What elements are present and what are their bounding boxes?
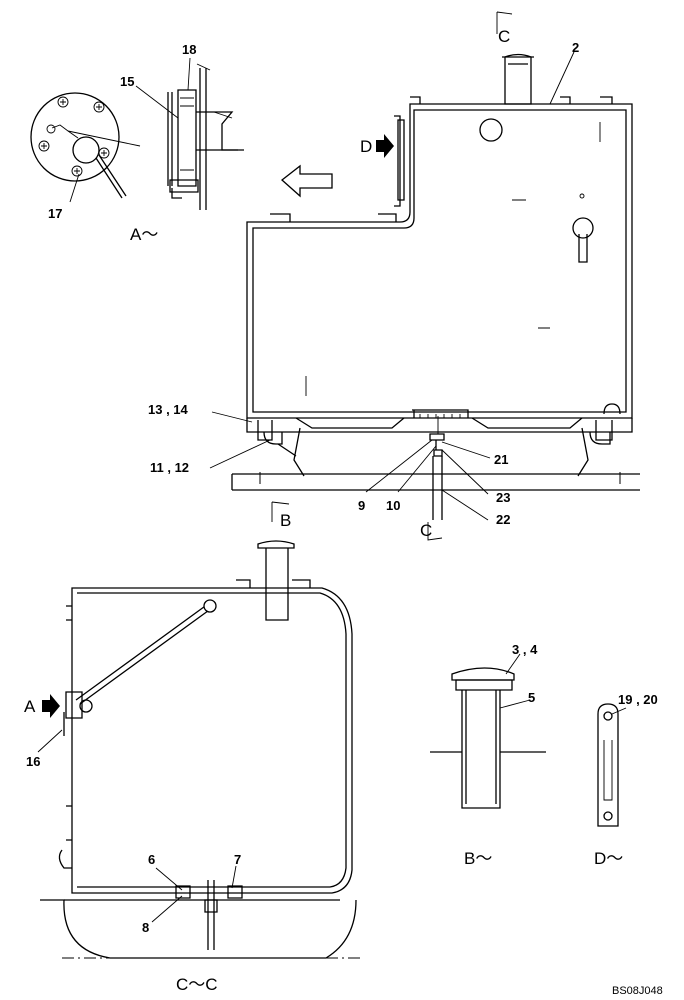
arrow-label-a: A — [24, 697, 36, 716]
callout-19-20: 19 , 20 — [618, 692, 658, 707]
callout-labels: 18 15 17 2 13 , 14 11 , 12 21 9 10 23 22… — [26, 40, 658, 935]
callout-8: 8 — [142, 920, 149, 935]
view-titles: A～ B～ D～ C～C — [130, 225, 623, 994]
view-d-bracket-detail — [597, 703, 619, 827]
drawing-code: BS08J048 — [612, 985, 663, 997]
callout-5: 5 — [528, 690, 535, 705]
callout-2: 2 — [572, 40, 579, 55]
callout-16: 16 — [26, 754, 40, 769]
callout-7: 7 — [234, 852, 241, 867]
tank-side-view — [40, 501, 360, 959]
view-b-filler-detail — [430, 667, 546, 809]
screw-icon — [38, 96, 110, 177]
arrow-label-d: D — [360, 137, 372, 156]
leader-lines — [37, 51, 627, 923]
section-mark-c-top: C — [498, 27, 510, 46]
section-mark-b: B — [280, 511, 291, 530]
view-title-d: D～ — [594, 849, 623, 868]
view-a-arrow-icon — [42, 694, 60, 718]
callout-3-4: 3 , 4 — [512, 642, 538, 657]
callout-10: 10 — [386, 498, 400, 513]
section-mark-c-bottom: C — [420, 521, 432, 540]
callout-9: 9 — [358, 498, 365, 513]
callout-11-12: 11 , 12 — [150, 460, 189, 475]
tank-top-view — [231, 11, 640, 541]
section-marks: C C B D A — [24, 27, 510, 716]
view-title-b: B～ — [464, 849, 492, 868]
callout-6: 6 — [148, 852, 155, 867]
view-a-flange-detail — [30, 63, 333, 210]
view-title-c-c: C～C — [176, 975, 218, 994]
callout-23: 23 — [496, 490, 510, 505]
direction-arrow-icon — [280, 164, 333, 198]
callout-18: 18 — [182, 42, 196, 57]
view-d-arrow-icon — [376, 134, 394, 158]
callout-15: 15 — [120, 74, 134, 89]
callout-22: 22 — [496, 512, 510, 527]
callout-17: 17 — [48, 206, 62, 221]
callout-21: 21 — [494, 452, 508, 467]
callout-13-14: 13 , 14 — [148, 402, 189, 417]
view-title-a: A～ — [130, 225, 158, 244]
